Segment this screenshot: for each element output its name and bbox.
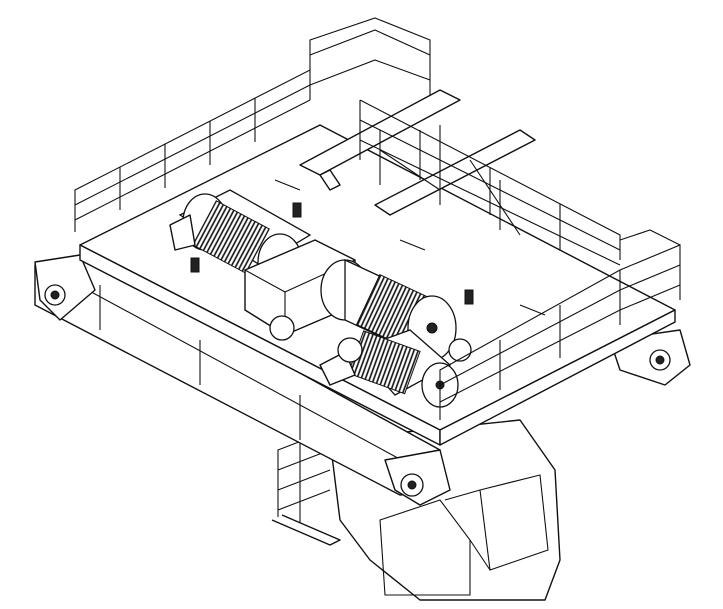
end-carriage-left — [34, 254, 96, 321]
brakes — [269, 315, 472, 363]
end-carriage-front — [384, 449, 451, 506]
cab-railing — [271, 429, 341, 546]
back-railing — [74, 17, 431, 232]
hook-fittings — [190, 202, 474, 305]
trolley-frame — [299, 89, 536, 236]
hoist-drum-left — [169, 189, 312, 291]
front-railing — [439, 229, 681, 420]
side-railing — [359, 99, 621, 266]
deck-slots — [274, 179, 546, 316]
hoist-drum-right — [320, 258, 457, 361]
